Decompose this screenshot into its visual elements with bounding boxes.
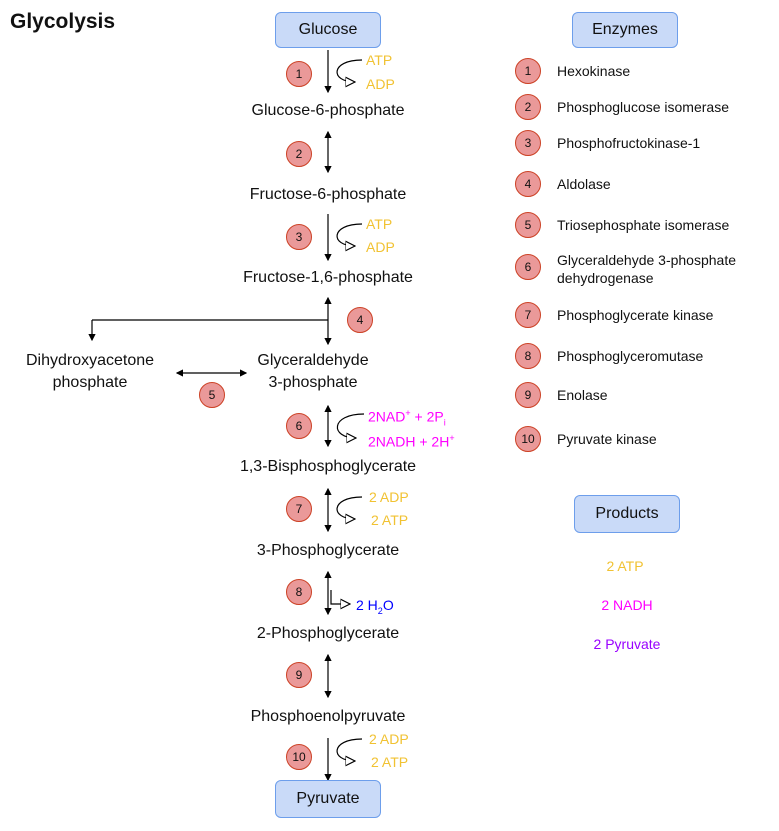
step-circle-5: 5 bbox=[199, 382, 225, 408]
step-circle-7: 7 bbox=[286, 496, 312, 522]
bisphosphoglycerate-label: 1,3-Bisphosphoglycerate bbox=[239, 458, 417, 475]
enzyme-circle-4: 4 bbox=[515, 171, 541, 197]
glucose-box: Glucose bbox=[275, 12, 381, 48]
enzyme-circle-8: 8 bbox=[515, 343, 541, 369]
3-phosphoglycerate-label: 3-Phosphoglycerate bbox=[256, 542, 400, 559]
g3p-line-2: 3-phosphate bbox=[268, 374, 358, 391]
fructose-6-phosphate-label: Fructose-6-phosphate bbox=[249, 186, 407, 203]
enzyme-circle-10: 10 bbox=[515, 426, 541, 452]
2-phosphoglycerate-label: 2-Phosphoglycerate bbox=[256, 625, 400, 642]
enzyme-circle-1: 1 bbox=[515, 58, 541, 84]
phosphoenolpyruvate-label: Phosphoenolpyruvate bbox=[250, 708, 406, 725]
enzyme-name-7: Phosphoglycerate kinase bbox=[557, 307, 714, 323]
step7-atp: 2 ATP bbox=[371, 512, 409, 528]
diagram-title: Glycolysis bbox=[10, 10, 116, 33]
enzyme-name-10: Pyruvate kinase bbox=[557, 431, 657, 447]
step6-nadh: 2NADH + 2H+ bbox=[368, 433, 455, 450]
enzyme-name-9: Enolase bbox=[557, 387, 608, 403]
enzyme-name-6: Glyceraldehyde 3-phosphate dehydrogenase bbox=[557, 252, 737, 286]
enzyme-name-3: Phosphofructokinase-1 bbox=[557, 135, 701, 151]
fructose-1-6-phosphate-label: Fructose-1,6-phosphate bbox=[243, 269, 413, 286]
product-nadh: 2 NADH bbox=[601, 597, 653, 613]
enzyme-circle-2: 2 bbox=[515, 94, 541, 120]
products-header: Products bbox=[574, 495, 680, 533]
step3-atp: ATP bbox=[366, 216, 393, 232]
step10-adp: 2 ADP bbox=[369, 731, 409, 747]
dhap-label: Dihydroxyacetone phosphate bbox=[26, 350, 154, 394]
step-circle-4: 4 bbox=[347, 307, 373, 333]
step8-water: 2 H2O bbox=[356, 597, 394, 616]
product-atp: 2 ATP bbox=[606, 558, 644, 574]
step-circle-1: 1 bbox=[286, 61, 312, 87]
step10-atp: 2 ATP bbox=[371, 754, 409, 770]
enzyme-circle-7: 7 bbox=[515, 302, 541, 328]
enzyme-circle-3: 3 bbox=[515, 130, 541, 156]
enzyme-name-1: Hexokinase bbox=[557, 63, 631, 79]
step-circle-3: 3 bbox=[286, 224, 312, 250]
step-circle-10: 10 bbox=[286, 744, 312, 770]
step-circle-8: 8 bbox=[286, 579, 312, 605]
product-pyruvate: 2 Pyruvate bbox=[593, 636, 661, 652]
step3-adp: ADP bbox=[366, 239, 395, 255]
glucose-6-phosphate-label: Glucose-6-phosphate bbox=[251, 102, 405, 119]
enzyme-name-4: Aldolase bbox=[557, 176, 611, 192]
dhap-line-1: Dihydroxyacetone bbox=[25, 352, 155, 369]
g3p-line-1: Glyceraldehyde bbox=[257, 352, 369, 369]
enzyme-name-5: Triosephosphate isomerase bbox=[557, 217, 730, 233]
step1-adp: ADP bbox=[366, 76, 395, 92]
dhap-line-2: phosphate bbox=[52, 374, 128, 391]
step6-nad: 2NAD+ + 2Pi bbox=[368, 408, 446, 428]
enzyme-circle-9: 9 bbox=[515, 382, 541, 408]
step-circle-9: 9 bbox=[286, 662, 312, 688]
enzyme-circle-6: 6 bbox=[515, 254, 541, 280]
step-circle-2: 2 bbox=[286, 141, 312, 167]
enzymes-header: Enzymes bbox=[572, 12, 678, 48]
step1-atp: ATP bbox=[366, 52, 393, 68]
pyruvate-box: Pyruvate bbox=[275, 780, 381, 818]
g3p-label: Glyceraldehyde 3-phosphate bbox=[257, 350, 368, 394]
enzyme-name-8: Phosphoglyceromutase bbox=[557, 348, 704, 364]
step7-adp: 2 ADP bbox=[369, 489, 409, 505]
enzyme-name-2: Phosphoglucose isomerase bbox=[557, 99, 729, 115]
step-circle-6: 6 bbox=[286, 413, 312, 439]
enzyme-circle-5: 5 bbox=[515, 212, 541, 238]
